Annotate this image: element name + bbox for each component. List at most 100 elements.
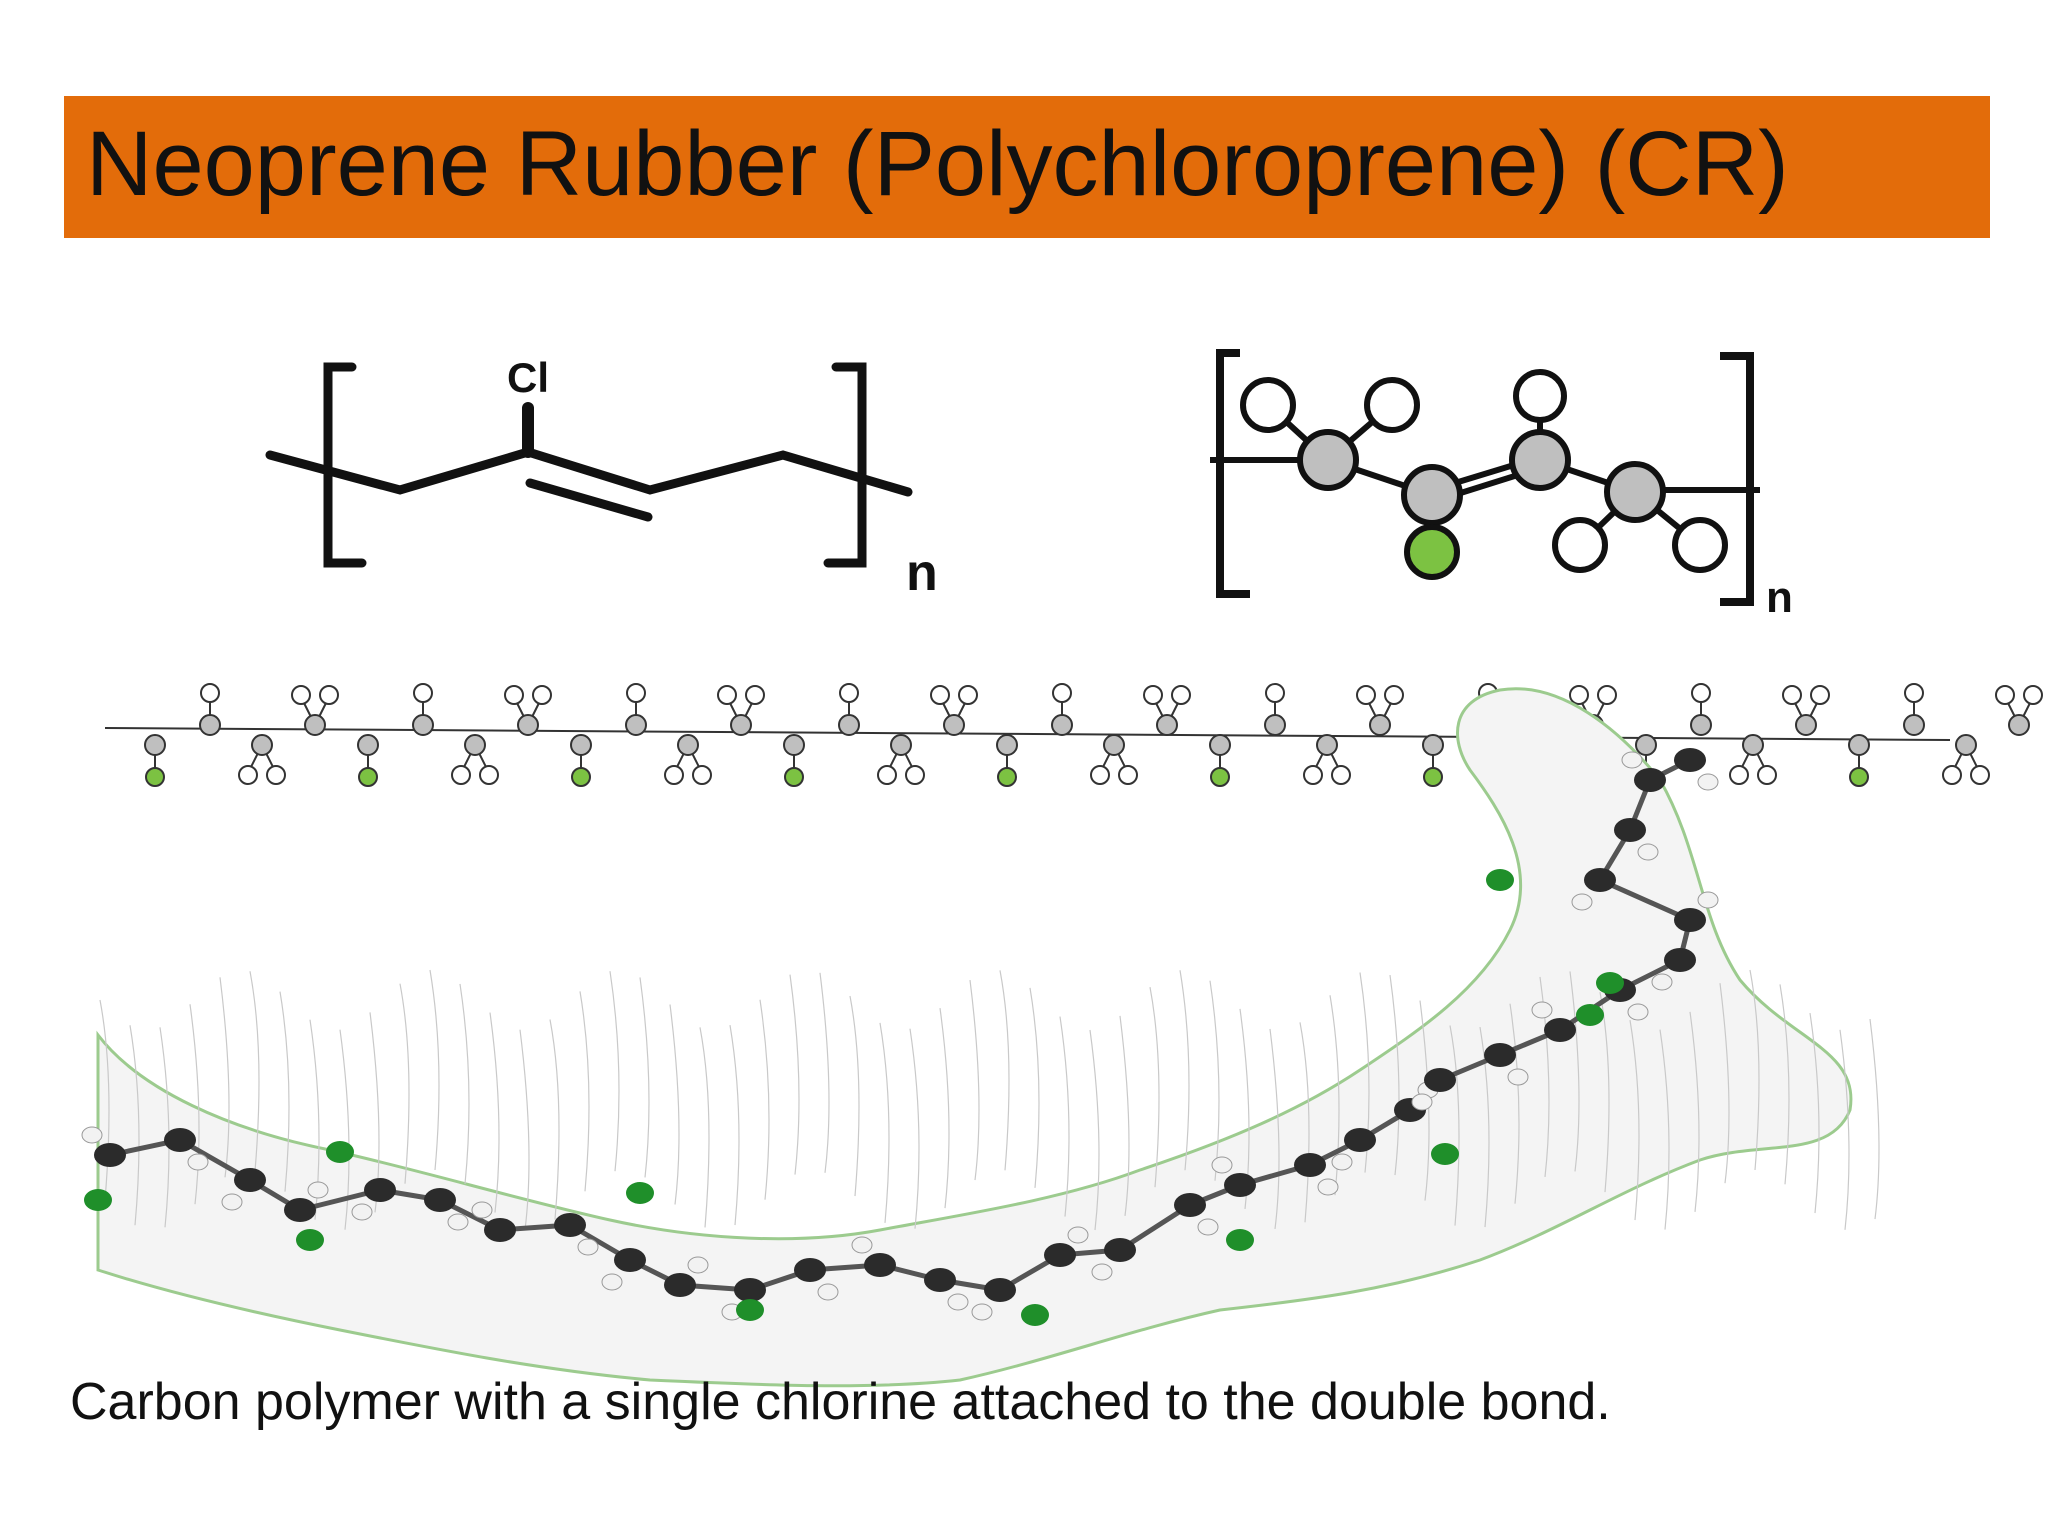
h-atom (1970, 765, 1990, 785)
h-atom (1067, 1226, 1089, 1244)
h-atom (319, 685, 339, 705)
ball-left-bracket (1216, 349, 1250, 598)
cl-atom (358, 767, 378, 787)
c-atom (1422, 734, 1444, 756)
c-atom (864, 1253, 896, 1277)
h-atom (532, 685, 552, 705)
h-atom (692, 765, 712, 785)
h-atom (1729, 765, 1749, 785)
c-atom (1224, 1173, 1256, 1197)
h-atom (1143, 685, 1163, 705)
h-atom (1531, 1001, 1553, 1019)
h-atom (1240, 377, 1296, 433)
c-atom (1051, 714, 1073, 736)
mesh-3d-model (81, 687, 1880, 1388)
c-atom (1903, 714, 1925, 736)
c-atom (1316, 734, 1338, 756)
c-atom (1264, 714, 1286, 736)
cl-atom (1576, 1004, 1604, 1026)
h-atom (413, 683, 433, 703)
h-atom (1197, 1218, 1219, 1236)
h-atom (1331, 1153, 1353, 1171)
h-atom (479, 765, 499, 785)
c-atom (984, 1278, 1016, 1302)
h-atom (221, 1193, 243, 1211)
cl-atom (1431, 1143, 1459, 1165)
h-atom (1507, 1068, 1529, 1086)
h-atom (291, 685, 311, 705)
c-atom (554, 1213, 586, 1237)
h-atom (958, 685, 978, 705)
h-atom (1317, 1178, 1339, 1196)
c-atom (1209, 734, 1231, 756)
h-atom (471, 1201, 493, 1219)
chain-bonds (265, 447, 913, 497)
h-atom (1303, 765, 1323, 785)
h-atom (351, 1203, 373, 1221)
c-atom (664, 1273, 696, 1297)
h-atom (930, 685, 950, 705)
polymer-chain-strip (104, 683, 2043, 787)
h-atom (1571, 893, 1593, 911)
h-atom (905, 765, 925, 785)
h-atom (1697, 773, 1719, 791)
h-atom (1757, 765, 1777, 785)
c-atom (484, 1218, 516, 1242)
c-atom (1584, 868, 1616, 892)
c-atom (838, 714, 860, 736)
c-atom (1955, 734, 1977, 756)
c-atom (251, 734, 273, 756)
c-atom (94, 1143, 126, 1167)
c-atom (1544, 1018, 1576, 1042)
h-atom (1697, 891, 1719, 909)
h-atom (1651, 973, 1673, 991)
h-atom (1356, 685, 1376, 705)
c-atom (943, 714, 965, 736)
ball-n-label: n (1766, 573, 1793, 622)
h-atom (1090, 765, 1110, 785)
c-atom (357, 734, 379, 756)
c-atom (164, 1128, 196, 1152)
c-atom (1104, 1238, 1136, 1262)
c-atom (1664, 948, 1696, 972)
title-bar: Neoprene Rubber (Polychloroprene) (CR) (64, 96, 1990, 238)
h-atom (947, 1293, 969, 1311)
c-atom (234, 1168, 266, 1192)
c-atom (1103, 734, 1125, 756)
h-atom (626, 683, 646, 703)
h-atom (504, 685, 524, 705)
h-atom (1384, 685, 1404, 705)
h-atom (877, 765, 897, 785)
slide-title: Neoprene Rubber (Polychloroprene) (CR) (86, 113, 1789, 215)
h-atom (1091, 1263, 1113, 1281)
h-atom (447, 1213, 469, 1231)
h-atom (1621, 751, 1643, 769)
c-atom (199, 714, 221, 736)
h-atom (1171, 685, 1191, 705)
h-atom (1637, 843, 1659, 861)
cl-atom (145, 767, 165, 787)
h-atom (1211, 1156, 1233, 1174)
h-atom (451, 765, 471, 785)
h-atom (1552, 517, 1608, 573)
cl-atom (1849, 767, 1869, 787)
h-atom (1411, 1093, 1433, 1111)
h-atom (1331, 765, 1351, 785)
c-atom (1634, 768, 1666, 792)
cl-atom (296, 1229, 324, 1251)
c-atom (1509, 429, 1571, 491)
cl-atom (784, 767, 804, 787)
c-atom (1795, 714, 1817, 736)
h-atom (238, 765, 258, 785)
c-atom (614, 1248, 646, 1272)
skeletal-n-label: n (906, 544, 938, 602)
cl-atom (1226, 1229, 1254, 1251)
right-bracket (823, 362, 867, 568)
h-atom (200, 683, 220, 703)
h-atom (1810, 685, 1830, 705)
cl-atom (1423, 767, 1443, 787)
cl-atom (1486, 869, 1514, 891)
c-atom (1424, 1068, 1456, 1092)
h-atom (577, 1238, 599, 1256)
c-atom (412, 714, 434, 736)
